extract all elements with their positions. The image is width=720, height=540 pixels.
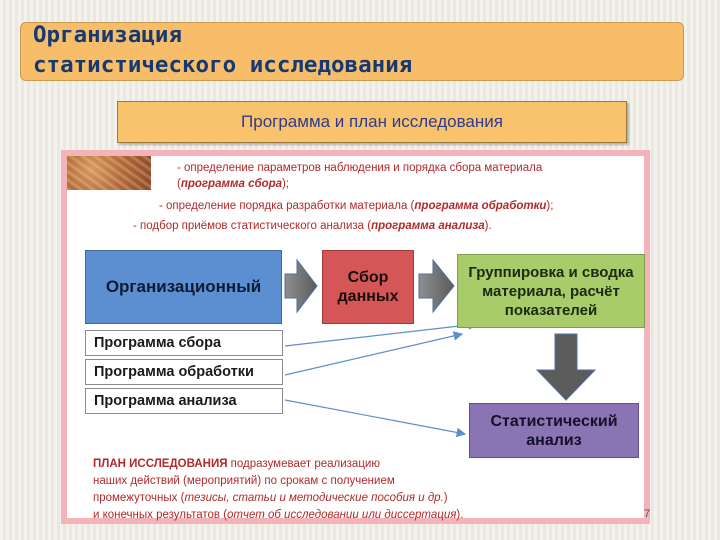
link-collect	[284, 320, 479, 347]
stage-organizational-label: Организационный	[105, 277, 262, 296]
program-analyze: Программа анализа	[85, 388, 283, 414]
link-process	[284, 331, 464, 376]
arrow-down	[535, 333, 597, 401]
title-line-2: статистического исследования	[33, 52, 413, 78]
stage-data-collection-label: Сбор данных	[337, 269, 399, 305]
bullet-2: - определение порядка разработки материа…	[159, 200, 554, 212]
stage-organizational: Организационный	[85, 250, 282, 324]
plan-note: ПЛАН ИССЛЕДОВАНИЯ подразумевает реализац…	[93, 456, 463, 524]
plan-note-line-3: промежуточных (тезисы, статьи и методиче…	[93, 492, 448, 504]
arrow-right-2	[418, 258, 455, 314]
stage-grouping-label: Группировка и сводка материала, расчёт п…	[468, 263, 634, 319]
stage-analysis-label: Статистический анализ	[490, 412, 618, 449]
decorative-photo	[67, 156, 151, 190]
flow-arrows	[284, 258, 597, 438]
title-banner	[20, 22, 684, 81]
stage-data-collection: Сбор данных	[322, 250, 414, 324]
subtitle-banner: Программа и план исследования	[117, 101, 627, 143]
bullet-3-emphasis: программа анализа	[371, 220, 485, 232]
stage-analysis: Статистический анализ	[469, 403, 639, 458]
plan-note-line-4: и конечных результатов (отчет об исследо…	[93, 509, 464, 521]
program-process: Программа обработки	[85, 359, 283, 385]
plan-note-line-2: наших действий (мероприятий) по срокам с…	[93, 475, 395, 487]
subtitle-text: Программа и план исследования	[241, 112, 503, 131]
page-number: 7	[644, 508, 651, 520]
arrow-right-1	[284, 258, 318, 314]
bullet-1-line-1: - определение параметров наблюдения и по…	[177, 162, 543, 174]
content-panel: - определение параметров наблюдения и по…	[61, 150, 650, 524]
plan-note-line-1: ПЛАН ИССЛЕДОВАНИЯ подразумевает реализац…	[93, 458, 380, 470]
slide-title: Организация статистического исследования	[33, 20, 412, 80]
link-analyze	[284, 399, 467, 438]
bullet-3: - подбор приёмов статистического анализа…	[133, 220, 492, 232]
plan-note-heading: ПЛАН ИССЛЕДОВАНИЯ	[93, 458, 228, 470]
title-line-1: Организация	[33, 22, 183, 48]
stage-grouping: Группировка и сводка материала, расчёт п…	[457, 254, 645, 328]
bullet-1-emphasis: программа сбора	[180, 178, 283, 190]
bullet-2-emphasis: программа обработки	[414, 200, 547, 212]
bullet-1-line-2: (программа сбора);	[177, 178, 290, 190]
program-collect: Программа сбора	[85, 330, 283, 356]
